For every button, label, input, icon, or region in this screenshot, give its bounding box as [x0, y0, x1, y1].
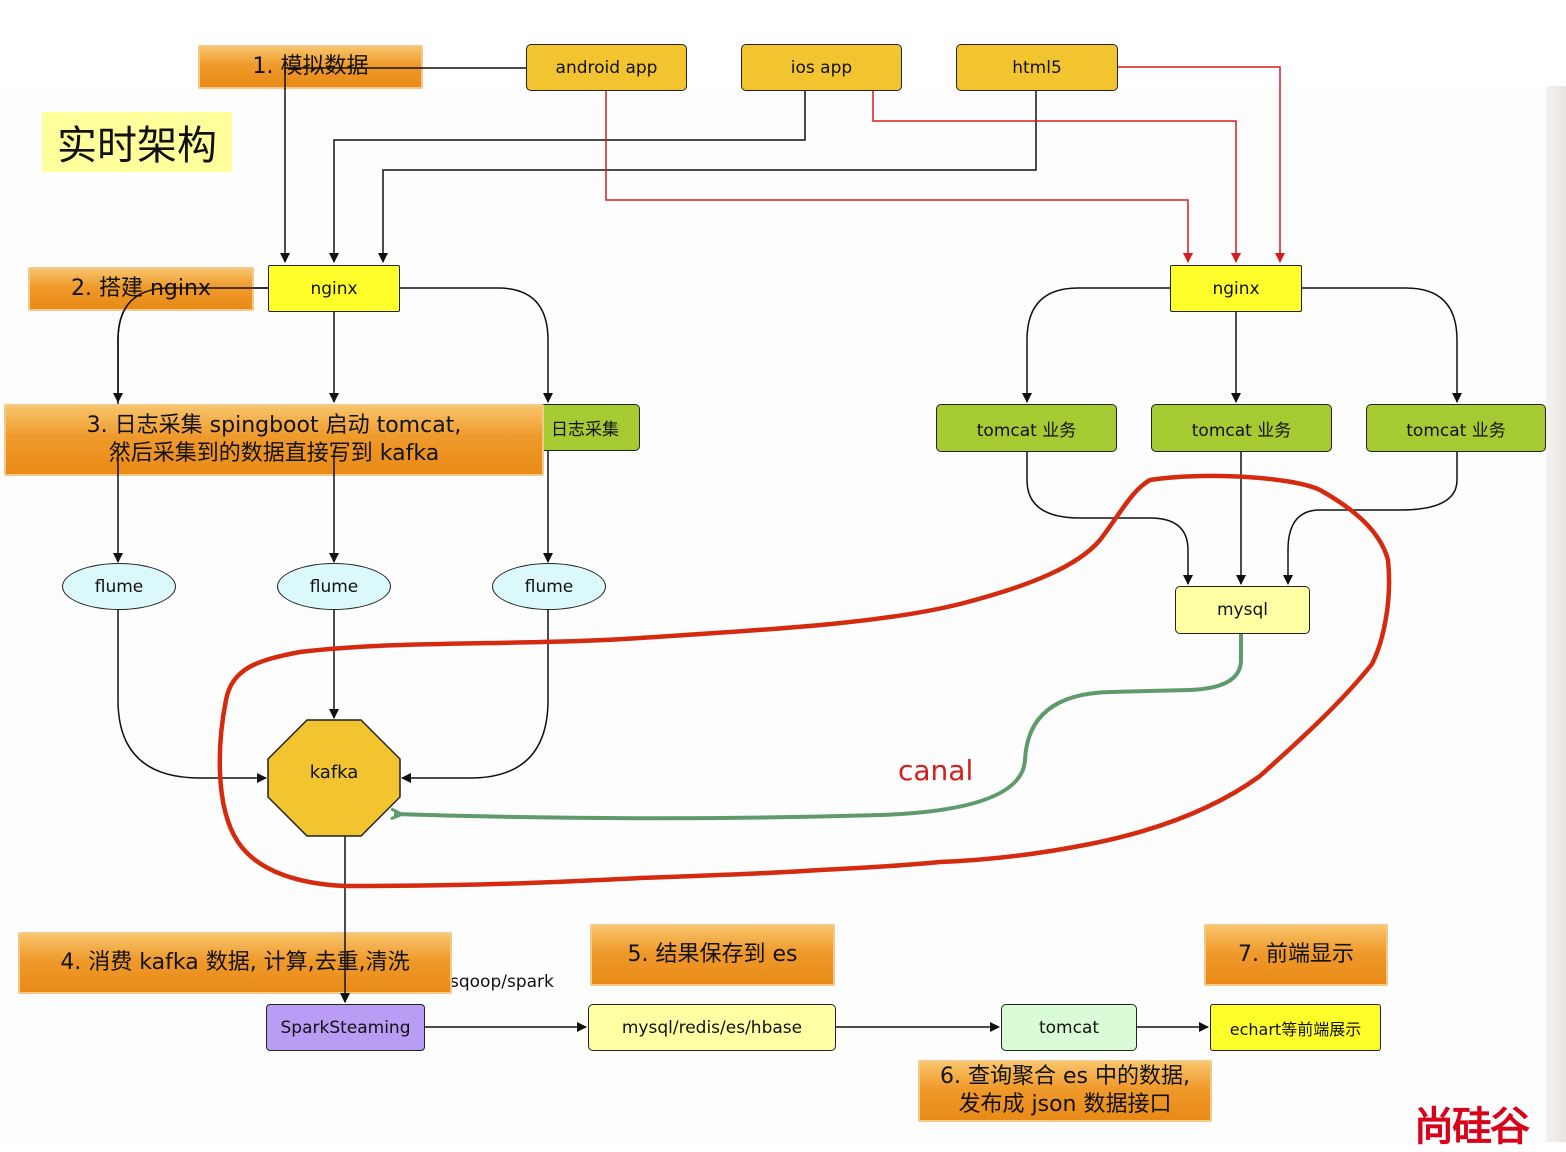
edge-ios-to-nginx-right [872, 91, 1241, 263]
mysql-node[interactable]: mysql [1175, 586, 1310, 634]
step6-text-line1: 6. 查询聚合 es 中的数据, [940, 1064, 1190, 1089]
flume-node-1[interactable]: flume [62, 563, 176, 610]
step7-text: 7. 前端显示 [1238, 942, 1354, 967]
kafka-label: kafka [309, 762, 359, 783]
edge-flume1-to-kafka [117, 610, 267, 783]
step1-annotation: 1. 模拟数据 [198, 45, 423, 89]
tomcat-business-node-1[interactable]: tomcat 业务 [936, 404, 1117, 452]
log-collector-node[interactable]: 日志采集 [528, 404, 640, 451]
edge-html5-to-nginx-right [1118, 66, 1285, 263]
nginx-right-node[interactable]: nginx [1170, 265, 1302, 312]
edge-canal-mysql-to-kafka [394, 634, 1243, 818]
edge-nginx-to-log3 [400, 287, 553, 403]
step3-text-line1: 3. 日志采集 spingboot 启动 tomcat, [86, 413, 462, 438]
tomcat-api-node[interactable]: tomcat [1001, 1004, 1137, 1051]
tomcat-business-node-2[interactable]: tomcat 业务 [1151, 404, 1332, 452]
edge-android-to-nginx-right [605, 91, 1193, 263]
step5-text: 5. 结果保存到 es [627, 942, 798, 967]
step4-annotation: 4. 消费 kafka 数据, 计算,去重,清洗 [18, 932, 452, 994]
edge-nginx-right-to-tomcat3 [1302, 287, 1462, 403]
step5-annotation: 5. 结果保存到 es [590, 924, 835, 986]
android-app-node[interactable]: android app [526, 44, 687, 91]
spark-streaming-node[interactable]: SparkSteaming [266, 1004, 425, 1051]
page-title: 实时架构 [42, 112, 232, 172]
step7-annotation: 7. 前端显示 [1204, 924, 1388, 986]
ios-app-node[interactable]: ios app [741, 44, 902, 91]
step4-text: 4. 消费 kafka 数据, 计算,去重,清洗 [60, 950, 410, 975]
step6-annotation: 6. 查询聚合 es 中的数据, 发布成 json 数据接口 [918, 1060, 1212, 1122]
red-highlight-loop [217, 473, 1392, 889]
edge-ios-to-nginx [329, 91, 806, 263]
edge-html5-to-nginx [378, 91, 1037, 263]
step2-annotation: 2. 搭建 nginx [28, 267, 254, 311]
nginx-left-node[interactable]: nginx [268, 265, 400, 312]
step6-text-line2: 发布成 json 数据接口 [958, 1092, 1172, 1117]
echart-frontend-node[interactable]: echart等前端展示 [1210, 1004, 1381, 1051]
brand-logo: 尚硅谷 [1414, 1103, 1530, 1150]
html5-node[interactable]: html5 [956, 44, 1118, 91]
edge-tomcat3-to-mysql [1283, 452, 1458, 585]
flume-node-2[interactable]: flume [277, 563, 391, 610]
edge-android-to-nginx [280, 67, 526, 263]
edge-flume3-to-kafka [401, 610, 549, 783]
storage-node[interactable]: mysql/redis/es/hbase [588, 1004, 836, 1051]
step3-annotation: 3. 日志采集 spingboot 启动 tomcat, 然后采集到的数据直接写… [4, 404, 544, 476]
edge-nginx-right-to-tomcat1 [1022, 287, 1170, 403]
step2-text: 2. 搭建 nginx [71, 276, 211, 301]
tomcat-business-node-3[interactable]: tomcat 业务 [1366, 404, 1546, 452]
edge-tomcat1-to-mysql [1026, 452, 1193, 585]
step1-text: 1. 模拟数据 [252, 54, 369, 79]
slide-edge-strip [1546, 86, 1566, 1142]
flume-node-3[interactable]: flume [492, 563, 606, 610]
step3-text-line2: 然后采集到的数据直接写到 kafka [108, 441, 440, 466]
sqoop-spark-label: sqoop/spark [450, 972, 554, 992]
kafka-octagon[interactable] [267, 719, 401, 837]
canal-label: canal [898, 754, 974, 787]
